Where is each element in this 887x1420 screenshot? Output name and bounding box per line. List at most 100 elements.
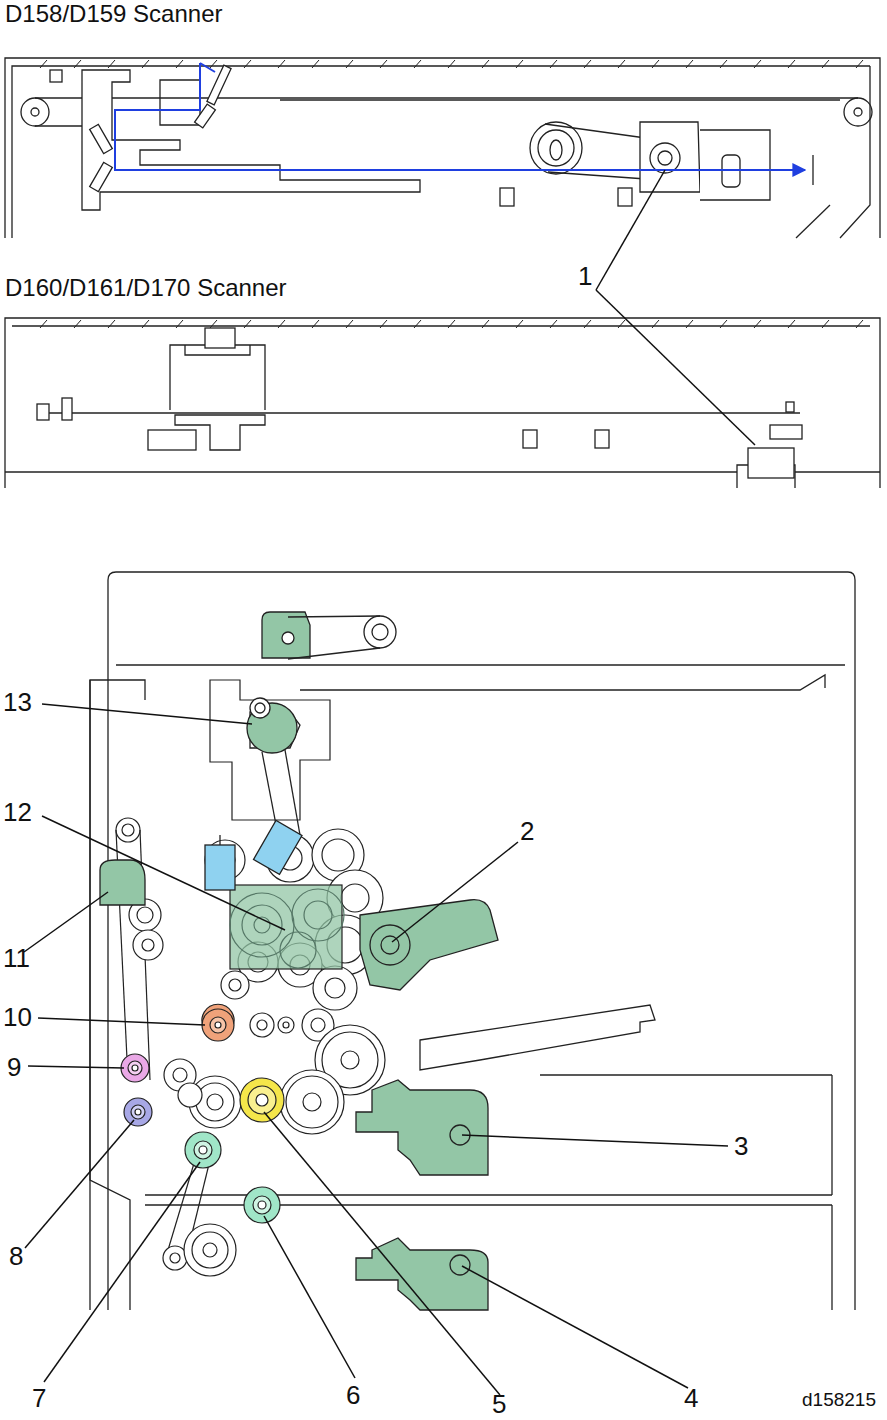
drive-wire (21, 98, 49, 126)
gear-train (173, 1068, 187, 1082)
gear-train (116, 680, 385, 1276)
gear-train (192, 1232, 228, 1268)
leader-line (42, 704, 252, 724)
clutch (253, 1196, 271, 1214)
scanner-motor (658, 151, 672, 165)
clutch (248, 1086, 276, 1114)
motor (370, 925, 410, 965)
exposure-glass (346, 60, 353, 68)
leader-line (462, 1135, 728, 1146)
scanner-carriage (160, 80, 200, 125)
machine-frame (540, 1074, 832, 1075)
top-motor (364, 616, 396, 648)
exposure-glass (448, 320, 455, 328)
exposure-glass (720, 320, 727, 328)
exposure-glass (686, 320, 693, 328)
machine-frame (90, 572, 855, 1310)
gear-train (210, 680, 330, 820)
motor (250, 698, 270, 718)
clutch (128, 1061, 142, 1075)
scanner-motor (530, 122, 582, 174)
exposure-glass (652, 320, 659, 328)
clutch-cover (230, 889, 344, 968)
callout-number: 7 (32, 1385, 46, 1411)
machine-frame (108, 572, 855, 1310)
cis-carriage (37, 328, 802, 478)
scanner-carriage (90, 162, 113, 191)
exposure-glass (550, 60, 557, 68)
exposure-glass (618, 320, 625, 328)
clutch (132, 1065, 138, 1071)
scanner-carriage (90, 124, 113, 153)
callout-number: 1 (578, 263, 592, 289)
cis-carriage (148, 430, 196, 450)
clutch-cover (292, 889, 344, 941)
exposure-glass (244, 60, 251, 68)
scanner-motor (550, 140, 562, 160)
gear-train (137, 907, 153, 923)
clutch (199, 1146, 207, 1154)
exposure-glass (686, 60, 693, 68)
clutch (121, 1054, 149, 1082)
cis-carriage (170, 345, 265, 410)
cis-carriage (37, 404, 49, 420)
callout-number: 4 (684, 1385, 698, 1411)
top-motor (288, 616, 380, 617)
clutch (135, 1109, 141, 1115)
clutch (121, 1004, 284, 1223)
exposure-glass (516, 60, 523, 68)
clutch (215, 1022, 221, 1028)
exposure-glass (142, 60, 149, 68)
callout-number: 3 (734, 1133, 748, 1159)
cis-carriage (770, 425, 802, 439)
motor (255, 703, 265, 713)
exposure-glass (380, 320, 387, 328)
scanner-carriage (207, 65, 231, 105)
exposure-glass (856, 60, 863, 68)
gear-train (163, 1246, 187, 1270)
gear-train (133, 930, 163, 960)
callout-number: 13 (3, 689, 32, 715)
motor (285, 750, 300, 835)
clutch (194, 1141, 212, 1159)
cis-carriage (748, 448, 794, 478)
clutch (258, 1201, 266, 1209)
exposure-glass (584, 320, 591, 328)
gear-train (286, 1076, 338, 1128)
exposure-glass (74, 320, 81, 328)
exposure-glass (40, 60, 47, 68)
exposure-glass (550, 320, 557, 328)
clutch (240, 1078, 284, 1122)
scanner-motor (700, 130, 770, 200)
scanner-frame (5, 471, 737, 472)
drive-wire (280, 99, 840, 100)
cis-carriage (595, 430, 609, 448)
scanner-carriage (500, 188, 514, 206)
machine-frame (90, 680, 145, 1310)
scanner-frame (5, 58, 880, 238)
leader-line (25, 1120, 134, 1248)
exposure-glass (108, 60, 115, 68)
solenoid (205, 845, 235, 890)
exposure-glass (40, 320, 47, 328)
gear-train (142, 939, 154, 951)
clutch (202, 1009, 234, 1041)
machine-frame (300, 675, 825, 690)
exposure-glass (210, 60, 217, 68)
motor (100, 860, 145, 905)
scanner-motor (640, 122, 700, 192)
scanner-heading: D158/D159 Scanner (5, 2, 222, 26)
cis-carriage (523, 430, 537, 448)
callout-number: 12 (3, 799, 32, 825)
gear-train (313, 966, 357, 1010)
gear-train (207, 1094, 223, 1110)
clutch (185, 1132, 221, 1168)
exposure-glass (652, 60, 659, 68)
clutch-cover (230, 885, 344, 969)
scanner-motor (650, 143, 680, 173)
exposure-glass (414, 60, 421, 68)
cis-carriage (175, 415, 265, 450)
exposure-glass (176, 60, 183, 68)
drive-wire (854, 108, 862, 116)
